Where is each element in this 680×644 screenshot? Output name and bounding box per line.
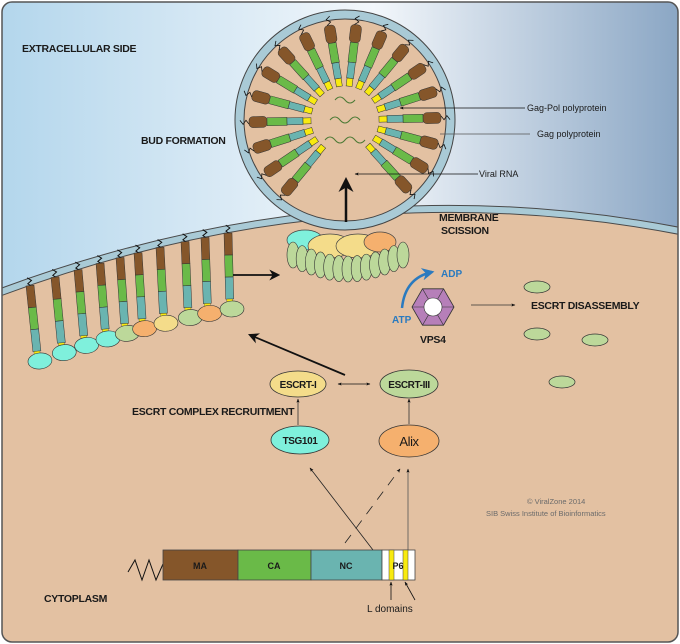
gag-label: Gag polyprotein — [537, 129, 601, 139]
membrane-gag-molecule — [95, 255, 121, 348]
credit-line-2: SIB Swiss Institute of Bioinformatics — [486, 509, 606, 518]
tsg101-node: TSG101 — [270, 425, 330, 455]
cytoplasm-label: CYTOPLASM — [44, 593, 108, 605]
membrane-gag-molecule — [115, 249, 140, 342]
vps4-label: VPS4 — [420, 334, 446, 346]
myristoyl-anchor-icon — [127, 558, 164, 582]
membrane-scission-label-1: MEMBRANE — [439, 212, 499, 224]
membrane-gag-molecule — [178, 233, 203, 326]
virion-gag-molecule — [376, 86, 446, 113]
escrt-recruitment-label: ESCRT COMPLEX RECRUITMENT — [132, 406, 295, 418]
svg-text:P6: P6 — [392, 561, 403, 571]
svg-text:ESCRT-III: ESCRT-III — [388, 380, 430, 391]
gag-domain-ca — [237, 549, 312, 581]
credit-line-1: © ViralZone 2014 — [527, 497, 585, 506]
virion-gag-molecule — [324, 15, 343, 88]
svg-text:ESCRT-I: ESCRT-I — [280, 380, 317, 391]
free-escrt-iii-subunits — [523, 280, 609, 389]
viral-rna-label: Viral RNA — [479, 169, 518, 179]
atp-label: ATP — [392, 315, 412, 326]
virion-gag-molecule — [364, 39, 414, 97]
p6-to-tsg101-arrow — [309, 467, 374, 551]
membrane-gag-molecule — [197, 229, 222, 322]
svg-text:MA: MA — [193, 561, 207, 571]
virion-gag-molecule — [256, 63, 318, 106]
atp-hydrolysis-arrow — [400, 268, 435, 309]
escrt-i-node: ESCRT-I — [269, 370, 327, 398]
membrane-gag-molecule — [219, 224, 245, 318]
vps4-complex: ATP ADP VPS4 — [392, 268, 462, 346]
gag-domain-bar: MA CA NC P6 — [127, 549, 416, 582]
escrt-disassembly-label: ESCRT DISASSEMBLY — [531, 300, 640, 312]
l-domain-ptap — [388, 549, 395, 581]
virion-gag-molecule — [244, 127, 314, 154]
recruitment-to-assembly-arrow — [248, 333, 346, 376]
adp-label: ADP — [441, 269, 462, 280]
membrane-gag-molecule — [25, 277, 53, 370]
viral-rna-strand — [324, 96, 366, 144]
svg-text:CA: CA — [268, 561, 281, 571]
l-domains-label: L domains — [367, 604, 413, 615]
membrane-gag-molecule — [132, 244, 157, 337]
membrane-scission-label-2: SCISSION — [441, 225, 489, 237]
extracellular-label: EXTRACELLULAR SIDE — [22, 43, 136, 55]
virion-gag-molecule — [372, 134, 434, 177]
virion-gag-molecule — [376, 125, 447, 150]
virion-gag-molecule — [276, 143, 326, 201]
gag-domain-p6 — [381, 549, 416, 581]
l-domain-arrow-2 — [404, 581, 416, 601]
virion-gag-molecule — [371, 60, 434, 104]
virion-gag-molecule — [239, 116, 312, 128]
virion-gag-molecule — [243, 90, 314, 115]
bud-formation-label: BUD FORMATION — [141, 135, 226, 147]
virion-gag-molecule — [378, 112, 451, 124]
membrane-gag-molecule — [153, 239, 179, 332]
p6-to-alix-dashed-arrow — [344, 468, 401, 544]
l-domain-ypxl — [402, 549, 409, 581]
membrane-gag-molecule — [50, 268, 77, 361]
svg-text:NC: NC — [340, 561, 353, 571]
gag-pol-label: Gag-Pol polyprotein — [527, 103, 607, 113]
svg-text:Alix: Alix — [399, 434, 419, 449]
virion-gag-molecule — [256, 136, 319, 180]
escrt-iii-filament-subunit — [396, 241, 410, 269]
escrt-neck-ring — [286, 229, 410, 283]
gag-domain-nc — [310, 549, 383, 581]
virion-gag-molecule — [355, 23, 389, 91]
budding-virion — [234, 9, 456, 231]
svg-text:TSG101: TSG101 — [283, 436, 319, 447]
alix-node: Alix — [378, 424, 440, 458]
virion-gag-molecule — [298, 24, 334, 92]
virion-gag-molecule — [274, 40, 325, 98]
virion-gag-molecule — [345, 15, 362, 87]
virion-gag-molecule — [365, 142, 416, 200]
escrt-iii-node: ESCRT-III — [379, 369, 439, 399]
membrane-gag-assembly — [25, 224, 245, 370]
membrane-gag-molecule — [73, 261, 99, 354]
vps4-pore — [423, 297, 443, 317]
